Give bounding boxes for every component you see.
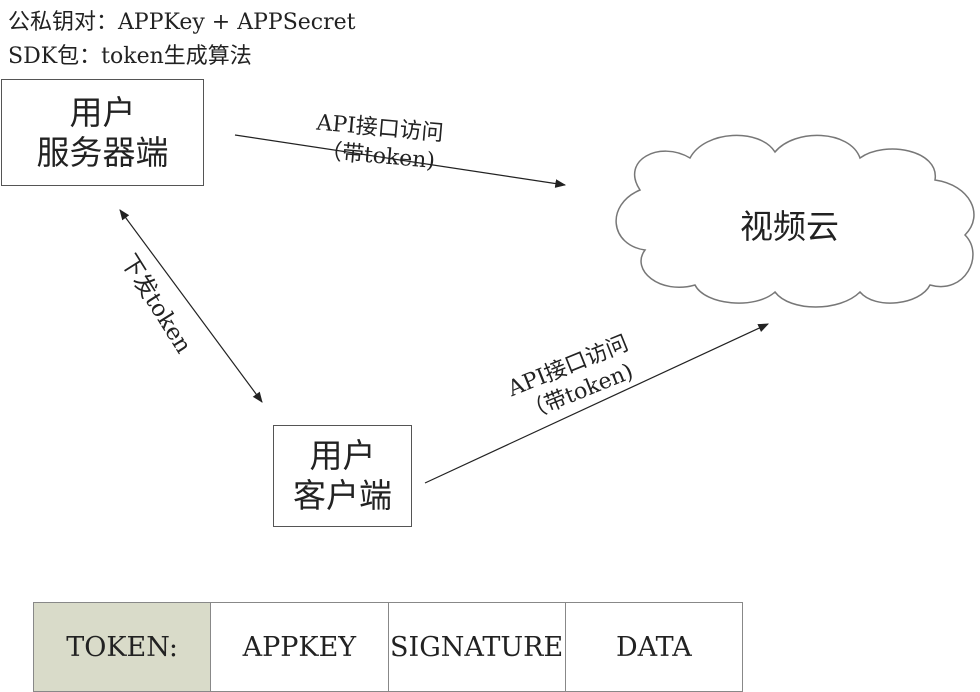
server-node-line2: 服务器端 (36, 132, 169, 172)
header-keypair-text: 公私钥对：APPKey + APPSecret (8, 10, 356, 35)
client-node-line1: 用户 (309, 436, 376, 475)
client-node-line2: 客户端 (293, 476, 392, 515)
data-cell: DATA (565, 603, 743, 692)
cloud-shape (615, 134, 975, 308)
server-to-cloud-arrow (234, 134, 567, 188)
server-node-line1: 用户 (69, 92, 136, 132)
user-client-node: 用户 客户端 (273, 425, 412, 527)
appkey-cell: APPKEY (211, 603, 389, 692)
server-api-label: API接口访问 （带token) (313, 110, 445, 177)
client-to-cloud-arrow (424, 323, 769, 484)
video-cloud-label: 视频云 (740, 207, 839, 246)
issue-token-arrow (119, 209, 263, 403)
user-server-node: 用户 服务器端 (1, 79, 204, 186)
token-cell: TOKEN: (34, 603, 212, 692)
signature-cell: SIGNATURE (388, 603, 566, 692)
header-sdk-text: SDK包：token生成算法 (8, 44, 252, 69)
token-structure-table: TOKEN: APPKEY SIGNATURE DATA (33, 602, 743, 692)
